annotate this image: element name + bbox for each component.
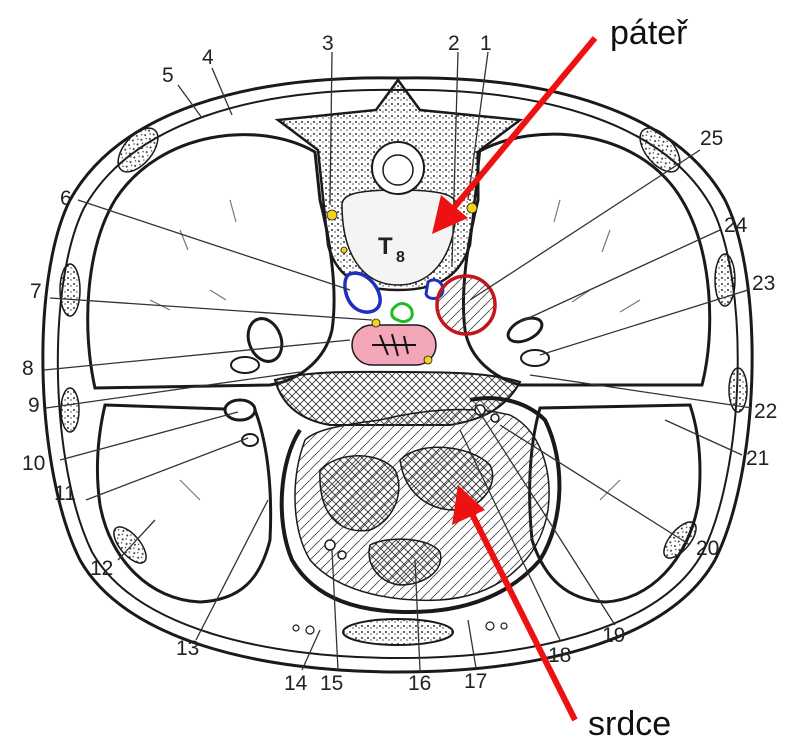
right-lung-lower: [528, 403, 702, 604]
rib-right-upper: [639, 127, 681, 173]
label-2: 2: [448, 32, 460, 55]
label-4: 4: [202, 46, 214, 69]
label-20: 20: [696, 537, 719, 560]
label-12: 12: [90, 557, 113, 580]
atrium: [399, 446, 494, 511]
rib-right-mid: [714, 253, 736, 307]
label-11: 11: [54, 482, 76, 505]
thoracic-duct: [390, 302, 414, 324]
internal-thoracic-vessel: [485, 621, 495, 631]
label-9: 9: [28, 394, 40, 417]
callout-srdce: srdce: [588, 705, 671, 743]
label-13: 13: [176, 637, 199, 660]
label-22: 22: [754, 400, 777, 423]
pericardium: [279, 396, 562, 615]
vertebra-sub: 8: [396, 249, 405, 266]
azygos-vein: [343, 271, 382, 314]
rib-left-mid: [59, 263, 81, 317]
leader-lines: [43, 51, 753, 671]
coronary-vessel: [474, 404, 486, 416]
internal-thoracic-vessel: [292, 624, 300, 632]
label-21: 21: [746, 447, 769, 470]
label-19: 19: [602, 624, 625, 647]
arrow-pater: [432, 36, 598, 234]
label-1: 1: [480, 32, 492, 55]
label-18: 18: [548, 644, 571, 667]
vertebral-body: [341, 189, 457, 286]
coronary-vessel: [490, 413, 500, 423]
left-pulmonary-vessel: [223, 398, 257, 422]
aorta: [435, 274, 497, 336]
label-17: 17: [464, 670, 487, 693]
vertebra-label: T: [378, 233, 393, 260]
callout-pater: páteř: [610, 14, 688, 52]
ventricle: [319, 455, 400, 532]
number-labels: 1 2 3 4 5 6 7 8 9 10 11 12 13 14 15 16 1…: [22, 32, 777, 695]
body-inner-outline: [56, 88, 739, 660]
internal-thoracic-vessel: [500, 622, 508, 630]
rib-left-low: [60, 387, 80, 433]
coronary-vessel: [337, 550, 347, 560]
coronary-vessel: [324, 539, 336, 551]
label-7: 7: [30, 280, 42, 303]
esophagus-lumen: [372, 333, 416, 357]
left-lung: [86, 133, 336, 390]
label-25: 25: [700, 127, 723, 150]
nerve-dot: [326, 209, 338, 221]
nerve-dot: [466, 202, 478, 214]
nerve-dot: [423, 355, 433, 365]
spinal-cord: [382, 154, 414, 186]
label-15: 15: [320, 672, 343, 695]
rib-right-low: [728, 367, 748, 413]
left-bronchus: [246, 317, 284, 363]
left-lung-lower: [96, 403, 273, 604]
label-6: 6: [60, 187, 72, 210]
right-ventricle: [368, 538, 442, 586]
label-8: 8: [22, 357, 34, 380]
label-24: 24: [724, 214, 748, 237]
label-23: 23: [752, 272, 775, 295]
arrow-srdce: [452, 485, 578, 722]
left-hilar-vessel: [230, 356, 260, 374]
right-bronchus: [506, 316, 544, 344]
nerve-dot: [340, 246, 348, 254]
internal-thoracic-vessel: [305, 625, 315, 635]
label-10: 10: [22, 452, 45, 475]
body-outline: [41, 76, 754, 674]
nerve-dot: [371, 318, 381, 328]
rib-left-upper: [117, 127, 159, 173]
sternum: [342, 618, 454, 646]
label-3: 3: [322, 32, 334, 55]
label-14: 14: [284, 672, 308, 695]
label-16: 16: [408, 672, 431, 695]
right-hilar-vessel: [520, 349, 550, 367]
label-5: 5: [162, 64, 174, 87]
